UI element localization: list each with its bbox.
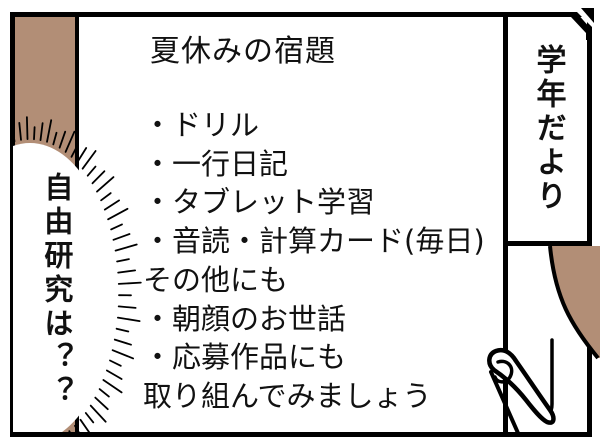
hand-thumb [487,347,556,425]
background-wedge-right [550,246,600,358]
newsletter-sidebar: 学年だより [508,17,587,246]
list-line: ・朝顔のお世話 [143,301,347,336]
page-curve-line [548,245,600,360]
list-line: ・一行日記 [143,146,289,181]
panel-divider [503,17,508,432]
hand-edge-line [489,370,520,435]
homework-title: 夏休みの宿題 [150,34,336,69]
hatch-marks [13,116,142,432]
list-line: ・音読・計算カード(毎日) [143,224,485,259]
list-line: その他にも [143,262,289,297]
homework-list: ・ドリル ・一行日記 ・タブレット学習 ・音読・計算カード(毎日) その他にも … [143,106,485,416]
list-line: ・応募作品にも [143,340,347,375]
speech-bubble-text: 自由研究は？？ [39,172,74,410]
corner-fold [562,7,598,40]
list-line: 取り組んでみましょう [143,378,432,413]
speech-bubble-body [13,143,115,432]
thumbnail-arc [493,359,514,384]
list-line: ・ドリル [143,108,260,142]
newsletter-label: 学年だより [530,44,566,214]
list-line: ・タブレット学習 [143,185,376,220]
